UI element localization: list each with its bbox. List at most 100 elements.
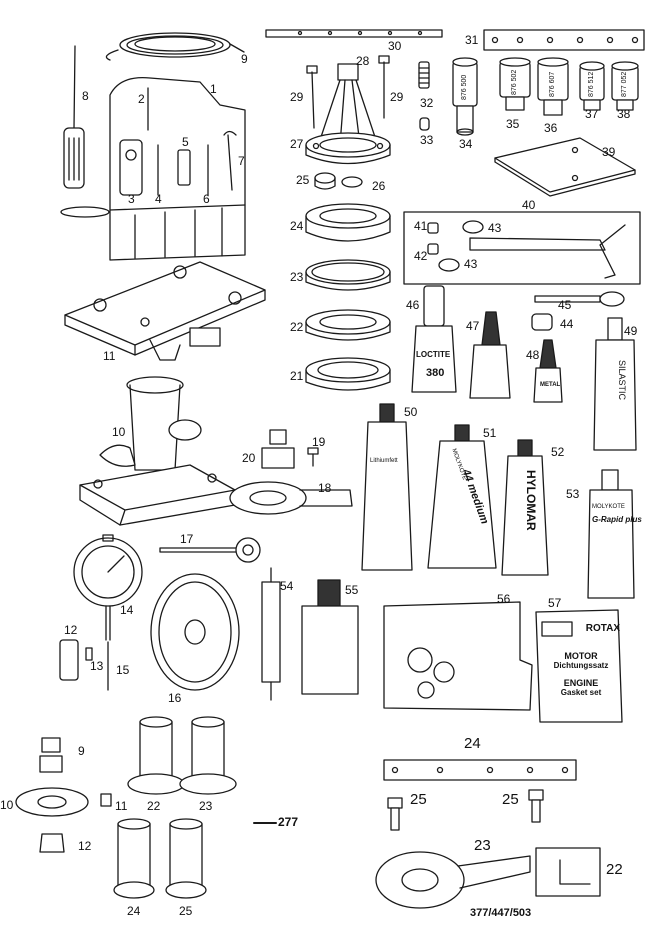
part-26-disc — [341, 176, 363, 188]
callout-56: 56 — [497, 592, 511, 606]
part-14-dial-gauge — [73, 534, 143, 641]
callout-right-22: 22 — [606, 861, 623, 878]
callout-16: 16 — [168, 691, 182, 705]
gasket-set-text: ROTAX MOTOR Dichtungssatz ENGINE Gasket … — [542, 623, 620, 698]
page-reference: 277 — [278, 815, 299, 829]
callout-38: 38 — [617, 107, 631, 121]
part-55-bottle — [301, 579, 359, 695]
callout-9: 9 — [241, 52, 248, 66]
part-code-36: 876 607 — [549, 71, 556, 97]
part-12-sleeve — [59, 639, 79, 681]
part-22-ring — [305, 309, 391, 341]
part-code-38: 877 052 — [621, 71, 628, 97]
callout-32: 32 — [420, 96, 434, 110]
part-31-plate — [483, 29, 645, 51]
part-11-mounting-plate — [64, 261, 266, 361]
callout-42: 42 — [414, 249, 428, 263]
part-57-gasket-set — [535, 609, 623, 723]
callout-lower-22: 22 — [147, 799, 161, 813]
loctite-label: LOCTITE — [416, 350, 451, 359]
callout-18: 18 — [318, 481, 332, 495]
part-52-tube — [501, 439, 549, 576]
part-33-pin — [419, 117, 430, 131]
callout-34: 34 — [459, 137, 473, 151]
engine-title: ENGINE — [563, 678, 599, 689]
callout-25: 25 — [296, 173, 310, 187]
callout-19: 19 — [312, 435, 326, 449]
molykote-label-53: MOLYKOTE — [592, 504, 625, 510]
part-18-spanner — [229, 481, 353, 515]
part-51-tube — [427, 424, 497, 569]
part-49-tube — [593, 317, 637, 451]
part-code-37: 876 512 — [588, 71, 595, 97]
part-50-tube — [361, 403, 413, 571]
lower-part-25-bolt-right — [528, 789, 544, 823]
callout-52: 52 — [551, 445, 565, 459]
part-code-34: 876 500 — [461, 74, 468, 100]
callout-22: 22 — [290, 320, 304, 334]
callout-lower-9: 9 — [78, 744, 85, 758]
part-54-syringe — [261, 567, 281, 701]
callout-1: 1 — [210, 82, 217, 96]
part-40-tool-set — [403, 211, 641, 285]
callout-30: 30 — [388, 39, 402, 53]
callout-39: 39 — [602, 145, 616, 159]
callout-47: 47 — [466, 319, 480, 333]
callout-lower-10: 10 — [0, 798, 14, 812]
part-23-ring — [305, 259, 391, 291]
lower-part-10 — [15, 787, 89, 817]
callout-50: 50 — [404, 405, 418, 419]
callout-49: 49 — [624, 324, 638, 338]
part-27-28-puller — [305, 55, 391, 165]
callout-12: 12 — [64, 623, 78, 637]
callout-46: 46 — [406, 298, 420, 312]
part-30-bar — [265, 29, 443, 38]
lower-part-24-drift — [113, 818, 155, 899]
callout-54: 54 — [280, 579, 294, 593]
part-9-starter-rope — [105, 32, 245, 61]
callout-11: 11 — [103, 349, 116, 363]
callout-21: 21 — [290, 369, 304, 383]
callout-10: 10 — [112, 425, 126, 439]
part-8-screwdriver — [63, 45, 85, 189]
part-53-tube — [587, 469, 635, 599]
callout-48: 48 — [526, 348, 540, 362]
callout-29-right: 29 — [390, 90, 404, 104]
callout-37: 37 — [585, 107, 599, 121]
part-48-bottle — [533, 339, 563, 403]
callout-33: 33 — [420, 133, 434, 147]
callout-45: 45 — [558, 298, 572, 312]
callout-57: 57 — [548, 596, 562, 610]
callout-4: 4 — [155, 192, 162, 206]
lower-part-11 — [100, 793, 112, 807]
callout-31: 31 — [465, 33, 479, 47]
callout-lower-24: 24 — [127, 904, 141, 918]
lower-part-25-drift — [165, 818, 207, 899]
callout-right-24: 24 — [464, 735, 481, 752]
lower-part-24-bar — [383, 759, 577, 781]
callout-7: 7 — [238, 154, 245, 168]
lower-part-23-drift — [179, 716, 237, 795]
part-20-cap — [261, 429, 295, 469]
callout-35: 35 — [506, 117, 520, 131]
part-34-drift — [452, 57, 478, 136]
part-56-engine-block — [383, 601, 533, 711]
callout-5: 5 — [182, 135, 189, 149]
callout-lower-11: 11 — [115, 799, 128, 813]
gasket-set-subtitle: Gasket set — [560, 688, 602, 698]
callout-lower-23: 23 — [199, 799, 213, 813]
callout-20: 20 — [242, 451, 256, 465]
part-16-gasket — [150, 573, 240, 691]
part-19-screw — [307, 447, 319, 467]
paste-label: G-Rapid plus — [592, 515, 642, 524]
callout-6: 6 — [203, 192, 210, 206]
part-46-loctite-bottle — [411, 285, 457, 393]
callout-right-23: 23 — [474, 837, 491, 854]
lower-part-12 — [39, 833, 65, 853]
part-38-drift — [611, 61, 639, 111]
part-47-bottle — [469, 311, 511, 399]
callout-8: 8 — [82, 89, 89, 103]
callout-27: 27 — [290, 137, 304, 151]
callout-26: 26 — [372, 179, 386, 193]
